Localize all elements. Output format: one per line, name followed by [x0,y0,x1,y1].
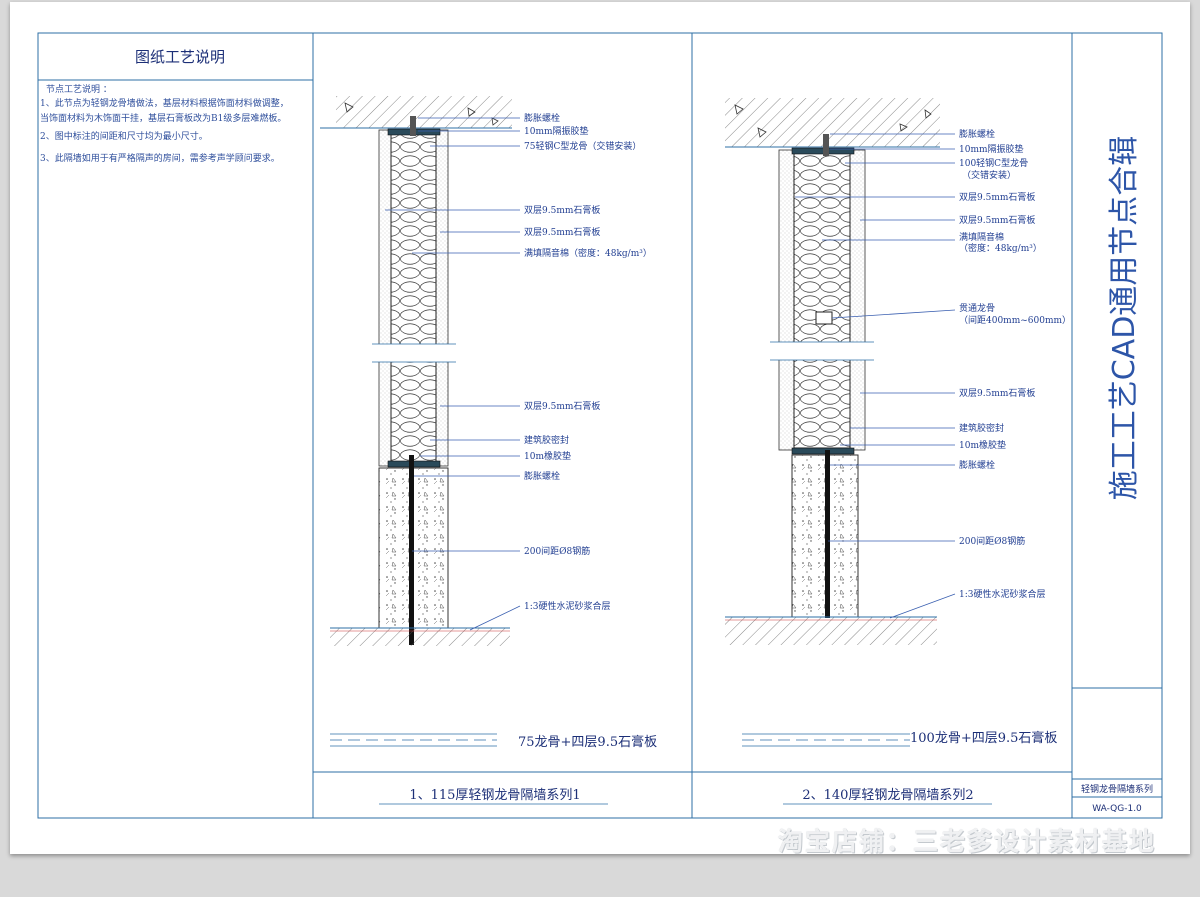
title-block: 施工工艺CAD通用节点合辑 轻钢龙骨隔墙系列 WA-QG-1.0 [1081,136,1153,814]
callout-label: 100轻钢C型龙骨 [959,157,1028,169]
callout-label: 建筑胶密封 [959,422,1004,434]
callout-label: 双层9.5mm石膏板 [524,400,600,412]
ceiling-slab [725,98,940,147]
callout-label: 膨胀螺栓 [524,470,560,482]
callout-label: 膨胀螺栓 [524,112,560,124]
anchor-bolt-icon [823,134,829,156]
vertical-title: 施工工艺CAD通用节点合辑 [1107,136,1142,501]
plan-caption: 75龙骨+四层9.5石膏板 [518,734,657,750]
plan-strip [330,733,497,747]
callout-label: 建筑胶密封 [524,434,569,446]
watermark: 淘宝店铺：三老爹设计素材基地 [777,827,1156,856]
callout-label: 200间距Ø8钢筋 [959,535,1025,547]
detail-title: 1、115厚轻钢龙骨隔墙系列1 [409,788,580,803]
anchor-bolt-icon [410,116,416,136]
callout-label: 200间距Ø8钢筋 [524,545,590,557]
callout-label: 满填隔音棉 [959,231,1004,243]
callout-label: 10m橡胶垫 [959,439,1006,451]
notes-heading: 节点工艺说明 ： [46,83,112,95]
cross-stud-icon [815,311,833,325]
rebar [409,455,414,645]
drawing-sheet [10,2,1190,854]
note-line: 2、图中标注的间距和尺寸均为最小尺寸。 [40,130,208,142]
callout-label: 双层9.5mm石膏板 [524,226,600,238]
callout-label: 双层9.5mm石膏板 [959,214,1035,226]
plan-caption: 100龙骨+四层9.5石膏板 [910,730,1057,746]
callout-label: 1:3硬性水泥砂浆合层 [959,588,1046,600]
detail-2-section: 膨胀螺栓 10mm隔振胶垫 100轻钢C型龙骨 （交错安装） 双层9.5mm石膏… [725,98,1071,805]
series-name: 轻钢龙骨隔墙系列 [1081,783,1153,795]
callout-label: 75轻钢C型龙骨（交错安装） [524,140,641,152]
floor-slab [725,617,937,645]
rebar [825,450,830,618]
notes-title: 图纸工艺说明 [135,48,225,66]
callout-label: 满填隔音棉（密度：48kg/m³） [524,247,652,259]
callout-label: 10mm隔振胶垫 [524,125,589,137]
notes-panel: 图纸工艺说明 节点工艺说明 ： 1、此节点为轻钢龙骨墙做法，基层材料根据饰面材料… [40,48,289,164]
slab-triangle-icon [344,102,499,126]
callout-label: 10mm隔振胶垫 [959,143,1024,155]
ceiling-slab [336,96,512,128]
callout-label: 双层9.5mm石膏板 [959,387,1035,399]
callout-label: （密度：48kg/m³） [959,242,1042,254]
callout-label: 贯通龙骨 [959,302,995,314]
note-line: 1、此节点为轻钢龙骨墙做法，基层材料根据饰面材料做调整， [40,97,289,109]
callout-label: 膨胀螺栓 [959,459,995,471]
callout-label: 膨胀螺栓 [959,128,995,140]
frame [37,32,1163,819]
floor-slab [330,628,510,646]
callout-label: （交错安装） [962,169,1016,181]
note-line: 3、此隔墙如用于有严格隔声的房间，需参考声学顾问要求。 [40,152,280,164]
callout-label: （间距400mm~600mm） [959,314,1071,326]
callout-label: 10m橡胶垫 [524,450,571,462]
callout-label: 1:3硬性水泥砂浆合层 [524,600,611,612]
callout-label: 双层9.5mm石膏板 [524,204,600,216]
slab-triangle-icon [734,104,932,138]
plan-strip [742,733,910,747]
note-line: 当饰面材料为木饰面干挂，基层石膏板改为B1级多层难燃板。 [40,112,286,124]
detail-1-section: 膨胀螺栓 10mm隔振胶垫 75轻钢C型龙骨（交错安装） 双层9.5mm石膏板 … [320,96,657,805]
drawing-code: WA-QG-1.0 [1092,804,1142,814]
detail-title: 2、140厚轻钢龙骨隔墙系列2 [802,788,973,803]
callout-label: 双层9.5mm石膏板 [959,191,1035,203]
